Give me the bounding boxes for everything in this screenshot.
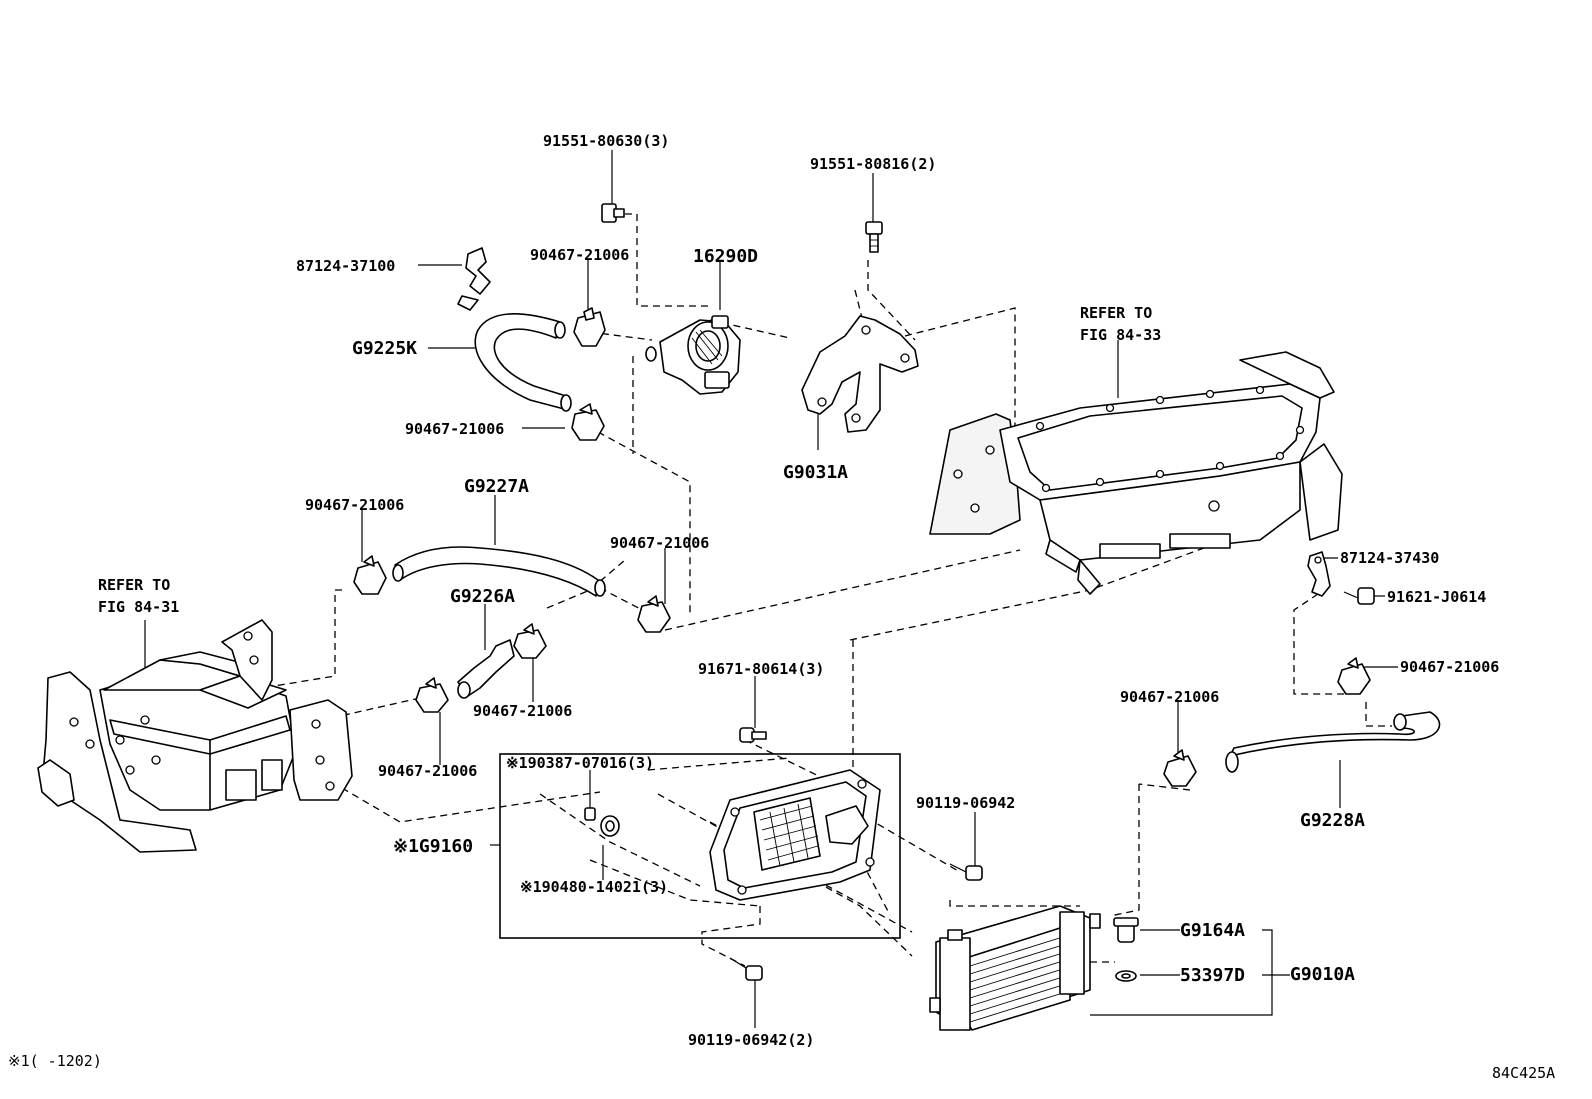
hose-clamp-b-icon[interactable] [571, 403, 605, 441]
label-g9226a[interactable]: G9226A [450, 586, 515, 607]
bracket-g9031a-icon[interactable] [801, 315, 919, 433]
g9160-group-frame [499, 753, 901, 939]
label-g9225k[interactable]: G9225K [352, 338, 417, 359]
label-53397d[interactable]: 53397D [1180, 965, 1245, 986]
clip-87124-37100-icon[interactable] [457, 247, 491, 311]
hose-clamp-a-icon[interactable] [573, 307, 606, 347]
drain-plug-g9164a-icon[interactable] [1113, 917, 1139, 943]
clip-87124-37430-icon[interactable] [1307, 551, 1331, 597]
hose-g9227a-icon[interactable] [392, 546, 606, 597]
label-90467-21006-c[interactable]: 90467-21006 [305, 496, 404, 514]
label-90119-06942-2[interactable]: 90119-06942(2) [688, 1031, 814, 1049]
label-87124-37430[interactable]: 87124-37430 [1340, 549, 1439, 567]
bolt-91621-j0614-icon[interactable] [1343, 587, 1375, 605]
label-90467-21006-h[interactable]: 90467-21006 [378, 762, 477, 780]
hose-g9226a-icon[interactable] [457, 639, 515, 699]
label-91671-80614[interactable]: 91671-80614(3) [698, 660, 824, 678]
grommet-90480-14021-icon[interactable] [600, 815, 620, 837]
label-90467-21006-e[interactable]: 90467-21006 [1400, 658, 1499, 676]
hose-clamp-g-icon[interactable] [1163, 749, 1197, 787]
label-g9031a[interactable]: G9031A [783, 462, 848, 483]
label-g9227a[interactable]: G9227A [464, 476, 529, 497]
bushing-90387-07016-icon[interactable] [584, 807, 596, 821]
bolt-90119-06942-icon[interactable] [949, 863, 983, 881]
hose-g9225k-icon[interactable] [474, 313, 572, 412]
footnote: ※1( -1202) [8, 1052, 102, 1070]
hose-clamp-c-icon[interactable] [353, 555, 387, 595]
gasket-53397d-icon[interactable] [1115, 970, 1137, 982]
label-90467-21006-f[interactable]: 90467-21006 [1120, 688, 1219, 706]
label-90387-07016[interactable]: ※190387-07016(3) [506, 754, 654, 772]
hose-clamp-h-icon[interactable] [1337, 657, 1371, 695]
bolt-91551-80630-icon[interactable] [601, 203, 625, 223]
radiator-g9010a-icon[interactable] [929, 905, 1101, 1031]
bolt-91671-80614-icon[interactable] [739, 727, 767, 743]
label-90480-14021[interactable]: ※190480-14021(3) [520, 878, 668, 896]
label-90467-21006-d[interactable]: 90467-21006 [610, 534, 709, 552]
figure-code: 84C425A [1492, 1064, 1555, 1082]
leader-lines [144, 150, 1398, 1028]
label-87124-37100[interactable]: 87124-37100 [296, 257, 395, 275]
inverter-assembly-icon[interactable] [929, 351, 1343, 595]
label-91551-80630[interactable]: 91551-80630(3) [543, 132, 669, 150]
hose-clamp-e-icon[interactable] [513, 623, 547, 659]
part-labels: 91551-80630(3) 91551-80816(2) 87124-3710… [8, 132, 1555, 1082]
hose-g9228a-icon[interactable] [1225, 711, 1441, 773]
label-refer-84-33-line1[interactable]: REFER TO [1080, 304, 1152, 322]
bolt-91551-80816-icon[interactable] [865, 221, 883, 253]
label-91621-j0614[interactable]: 91621-J0614 [1387, 588, 1486, 606]
label-g9010a[interactable]: G9010A [1290, 964, 1355, 985]
bolt-90119-06942-2-icon[interactable] [729, 957, 763, 981]
water-pump-16290d-icon[interactable] [645, 315, 741, 395]
label-refer-84-31-line1[interactable]: REFER TO [98, 576, 170, 594]
label-refer-84-33-line2[interactable]: FIG 84-33 [1080, 326, 1161, 344]
label-g9228a[interactable]: G9228A [1300, 810, 1365, 831]
cover-plate-g9160-icon[interactable] [709, 769, 881, 901]
label-90467-21006-g[interactable]: 90467-21006 [473, 702, 572, 720]
label-91551-80816[interactable]: 91551-80816(2) [810, 155, 936, 173]
label-refer-84-31-line2[interactable]: FIG 84-31 [98, 598, 179, 616]
label-90467-21006-b[interactable]: 90467-21006 [405, 420, 504, 438]
battery-assembly-icon[interactable] [37, 619, 353, 853]
label-90119-06942[interactable]: 90119-06942 [916, 794, 1015, 812]
label-g9164a[interactable]: G9164A [1180, 920, 1245, 941]
label-16290d[interactable]: 16290D [693, 246, 758, 267]
label-g9160[interactable]: ※1G9160 [393, 836, 473, 857]
hose-clamp-f-icon[interactable] [415, 677, 449, 713]
label-90467-21006-a[interactable]: 90467-21006 [530, 246, 629, 264]
hose-clamp-d-icon[interactable] [637, 595, 671, 633]
